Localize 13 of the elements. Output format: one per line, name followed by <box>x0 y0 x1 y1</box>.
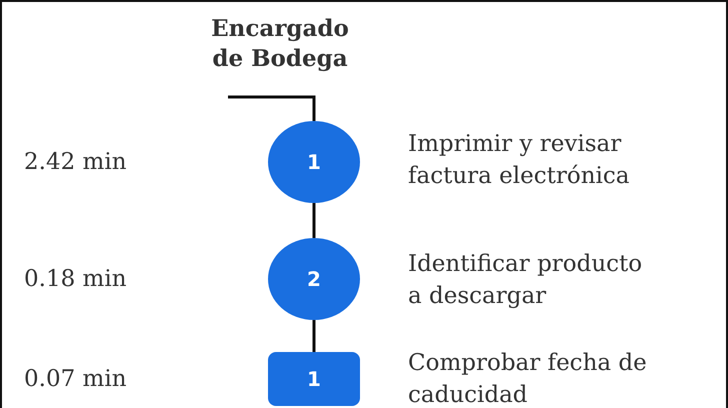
inspection-box: 1 <box>268 352 360 406</box>
step-description: Identificar producto a descargar <box>408 250 644 311</box>
title: Encargado de Bodega <box>210 14 350 74</box>
connector-line <box>312 320 316 352</box>
operation-circle: 1 <box>268 121 360 203</box>
operation-circle: 2 <box>268 238 360 320</box>
step-description: Imprimir y revisar factura electrónica <box>408 130 630 191</box>
connector-line <box>312 203 316 238</box>
duration-label: 0.18 min <box>24 265 127 294</box>
duration-label: 0.07 min <box>24 365 127 394</box>
step-description: Comprobar fecha de caducidad <box>408 349 648 408</box>
duration-label: 2.42 min <box>24 148 127 177</box>
connector-line <box>228 96 316 121</box>
